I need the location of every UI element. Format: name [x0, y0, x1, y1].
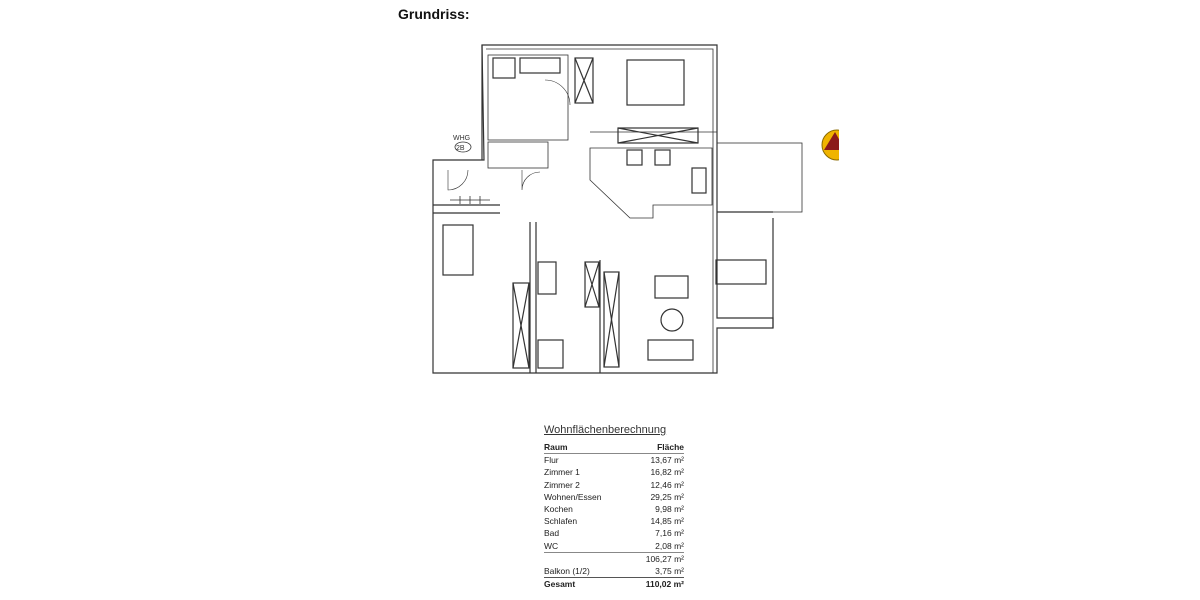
kitchen: [589, 147, 713, 219]
room-area: 29,25 m²: [650, 491, 684, 502]
bed-zimmer1: [442, 224, 474, 276]
room-area: 2,08 m²: [655, 540, 684, 551]
table-row: Bad 7,16 m²: [544, 527, 684, 539]
col-room: Raum: [544, 442, 568, 452]
table-row: Wohnen/Essen 29,25 m²: [544, 491, 684, 503]
total-area: 110,02 m²: [645, 579, 684, 590]
table-row: Kochen 9,98 m²: [544, 503, 684, 515]
subtotal-row: 106,27 m²: [544, 551, 684, 565]
total-label: Gesamt: [544, 579, 576, 590]
col-area: Fläche: [657, 442, 684, 452]
room-area: 9,98 m²: [655, 503, 684, 514]
unit-number: 2B: [456, 145, 465, 152]
room-area: 12,46 m²: [650, 479, 684, 490]
room-name: Schlafen: [544, 516, 578, 527]
dining-table: [715, 259, 767, 285]
bathroom: [487, 54, 569, 141]
unit-label: WHG: [453, 135, 470, 142]
table-title: Wohnflächenberechnung: [544, 424, 667, 436]
room-name: Wohnen/Essen: [544, 491, 602, 502]
room-name: Zimmer 2: [544, 479, 580, 490]
room-area: 14,85 m²: [650, 516, 684, 527]
table-row: Zimmer 1 16,82 m²: [544, 466, 684, 478]
room-area: 16,82 m²: [650, 467, 684, 478]
page-heading: Grundriss:: [398, 6, 470, 22]
table-row: Zimmer 2 12,46 m²: [544, 479, 684, 491]
area-table: Wohnflächenberechnung Raum Fläche Flur 13…: [544, 424, 684, 590]
table-row: Flur 13,67 m²: [544, 454, 684, 466]
table-header: Raum Fläche: [544, 441, 684, 455]
room-area: 7,16 m²: [655, 528, 684, 539]
balcony: [716, 142, 803, 213]
room-name: Zimmer 1: [544, 467, 580, 478]
subtotal-area: 106,27 m²: [645, 553, 684, 564]
balcony-label: Balkon (1/2): [544, 565, 590, 576]
total-row: Gesamt 110,02 m²: [544, 578, 684, 590]
room-area: 13,67 m²: [650, 455, 684, 466]
table-row: WC 2,08 m²: [544, 540, 684, 552]
room-name: WC: [544, 540, 559, 551]
room-name: Bad: [544, 528, 560, 539]
outer-walls: [432, 44, 774, 374]
room-name: Kochen: [544, 503, 573, 514]
table-row: Schlafen 14,85 m²: [544, 515, 684, 527]
wc-room: [487, 141, 549, 169]
bed-schlafen: [626, 59, 685, 106]
room-name: Flur: [544, 455, 559, 466]
sofa: [647, 339, 694, 361]
balcony-area: 3,75 m²: [655, 565, 684, 576]
compass-icon: [821, 128, 847, 162]
balcony-row: Balkon (1/2) 3,75 m²: [544, 565, 684, 579]
